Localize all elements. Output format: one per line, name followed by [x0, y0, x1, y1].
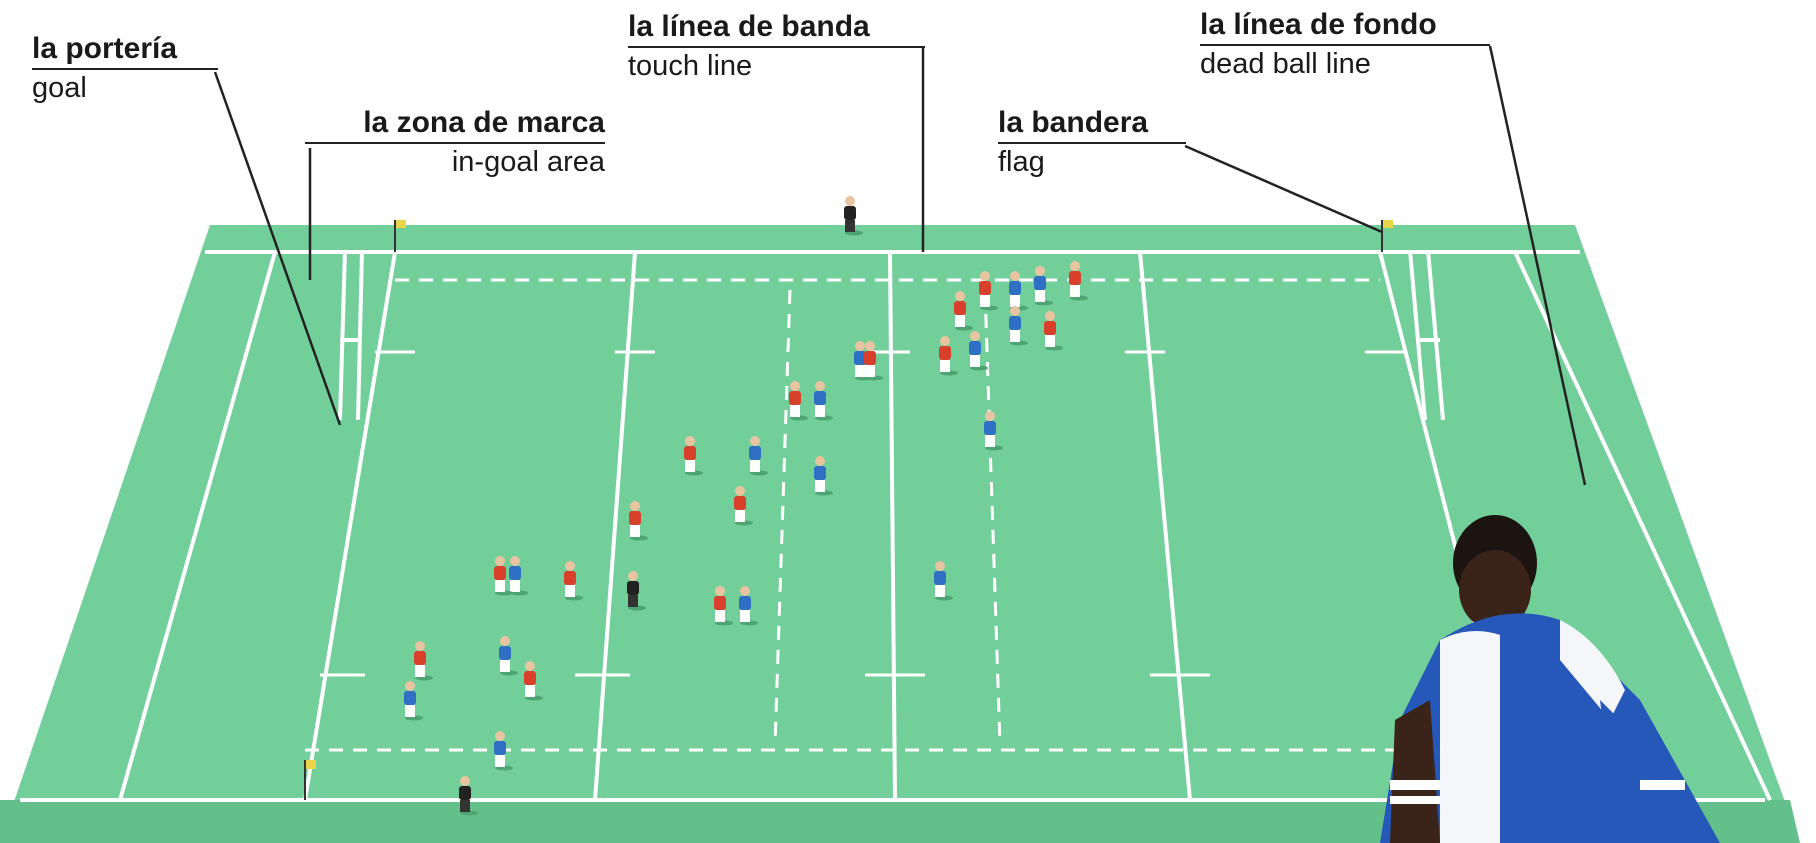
player-figure: [629, 501, 648, 541]
label-touch-line-es: la línea de banda: [628, 10, 870, 43]
player-figure: [509, 556, 528, 596]
right-10m-line: [983, 289, 1002, 746]
player-figure: [627, 571, 646, 611]
player-figure: [734, 486, 753, 526]
pitch-surface: [0, 225, 1800, 843]
player-figure: [984, 411, 1003, 451]
left-goal-posts: [338, 249, 364, 421]
player-figure: [939, 336, 958, 376]
player-figure: [404, 681, 423, 721]
player-figure: [564, 561, 583, 601]
player-figure: [414, 641, 433, 681]
label-goal-en: goal: [32, 72, 87, 104]
dead-ball-leader: [1488, 45, 1587, 486]
label-flag-en: flag: [998, 146, 1045, 178]
player-figure: [494, 556, 513, 596]
right-dead-ball-line: [1513, 251, 1772, 801]
label-dead-ball-line-rule: [1200, 44, 1490, 46]
flag-leader: [1184, 144, 1383, 234]
player-figure: [1069, 261, 1088, 301]
label-goal: la portería goal: [32, 30, 218, 106]
player-figure: [844, 196, 863, 236]
player-figure: [684, 436, 703, 476]
label-touch-line-en: touch line: [628, 50, 753, 82]
player-figure: [494, 731, 513, 771]
pitch-edge: [0, 800, 1800, 843]
label-touch-line-rule: [628, 46, 925, 48]
leader-lines: [213, 45, 1587, 486]
player-figure: [814, 456, 833, 496]
left-dead-ball-line: [118, 251, 277, 801]
label-in-goal-area-rule: [305, 142, 605, 144]
left-22-line: [593, 251, 637, 801]
players: [404, 196, 1088, 816]
goal-leader: [213, 71, 342, 426]
label-in-goal-area: la zona de marca in-goal area: [305, 104, 605, 180]
label-dead-ball-line-es: la línea de fondo: [1200, 8, 1437, 41]
player-figure: [749, 436, 768, 476]
label-touch-line: la línea de banda touch line: [628, 8, 925, 84]
label-in-goal-area-en: in-goal area: [451, 146, 605, 178]
label-dead-ball-line: la línea de fondo dead ball line: [1200, 6, 1490, 82]
label-flag-rule: [998, 142, 1186, 144]
player-figure: [814, 381, 833, 421]
player-figure: [499, 636, 518, 676]
player-figure: [739, 586, 758, 626]
player-figure: [969, 331, 988, 371]
player-figure: [1009, 306, 1028, 346]
player-figure: [979, 271, 998, 311]
halfway-line: [888, 251, 897, 801]
player-figure: [1044, 311, 1063, 351]
player-figure: [1034, 266, 1053, 306]
player-figure: [864, 341, 883, 381]
player-figure: [524, 661, 543, 701]
right-22-line: [1138, 251, 1192, 801]
right-goal-posts: [1408, 249, 1445, 421]
label-goal-es: la portería: [32, 32, 178, 65]
dashed-lines: [305, 278, 1520, 752]
player-figure: [459, 776, 478, 816]
player-figure: [789, 381, 808, 421]
label-flag-es: la bandera: [998, 106, 1149, 139]
label-dead-ball-line-en: dead ball line: [1200, 48, 1371, 80]
player-figure: [954, 291, 973, 331]
label-in-goal-area-es: la zona de marca: [363, 106, 605, 139]
flag-icon: [304, 220, 1393, 800]
player-figure: [714, 586, 733, 626]
label-flag: la bandera flag: [998, 104, 1186, 180]
left-10m-line: [773, 289, 792, 746]
label-goal-rule: [32, 68, 218, 70]
player-figure: [934, 561, 953, 601]
left-try-line: [303, 251, 397, 801]
foreground-player-figure: [1380, 515, 1720, 843]
